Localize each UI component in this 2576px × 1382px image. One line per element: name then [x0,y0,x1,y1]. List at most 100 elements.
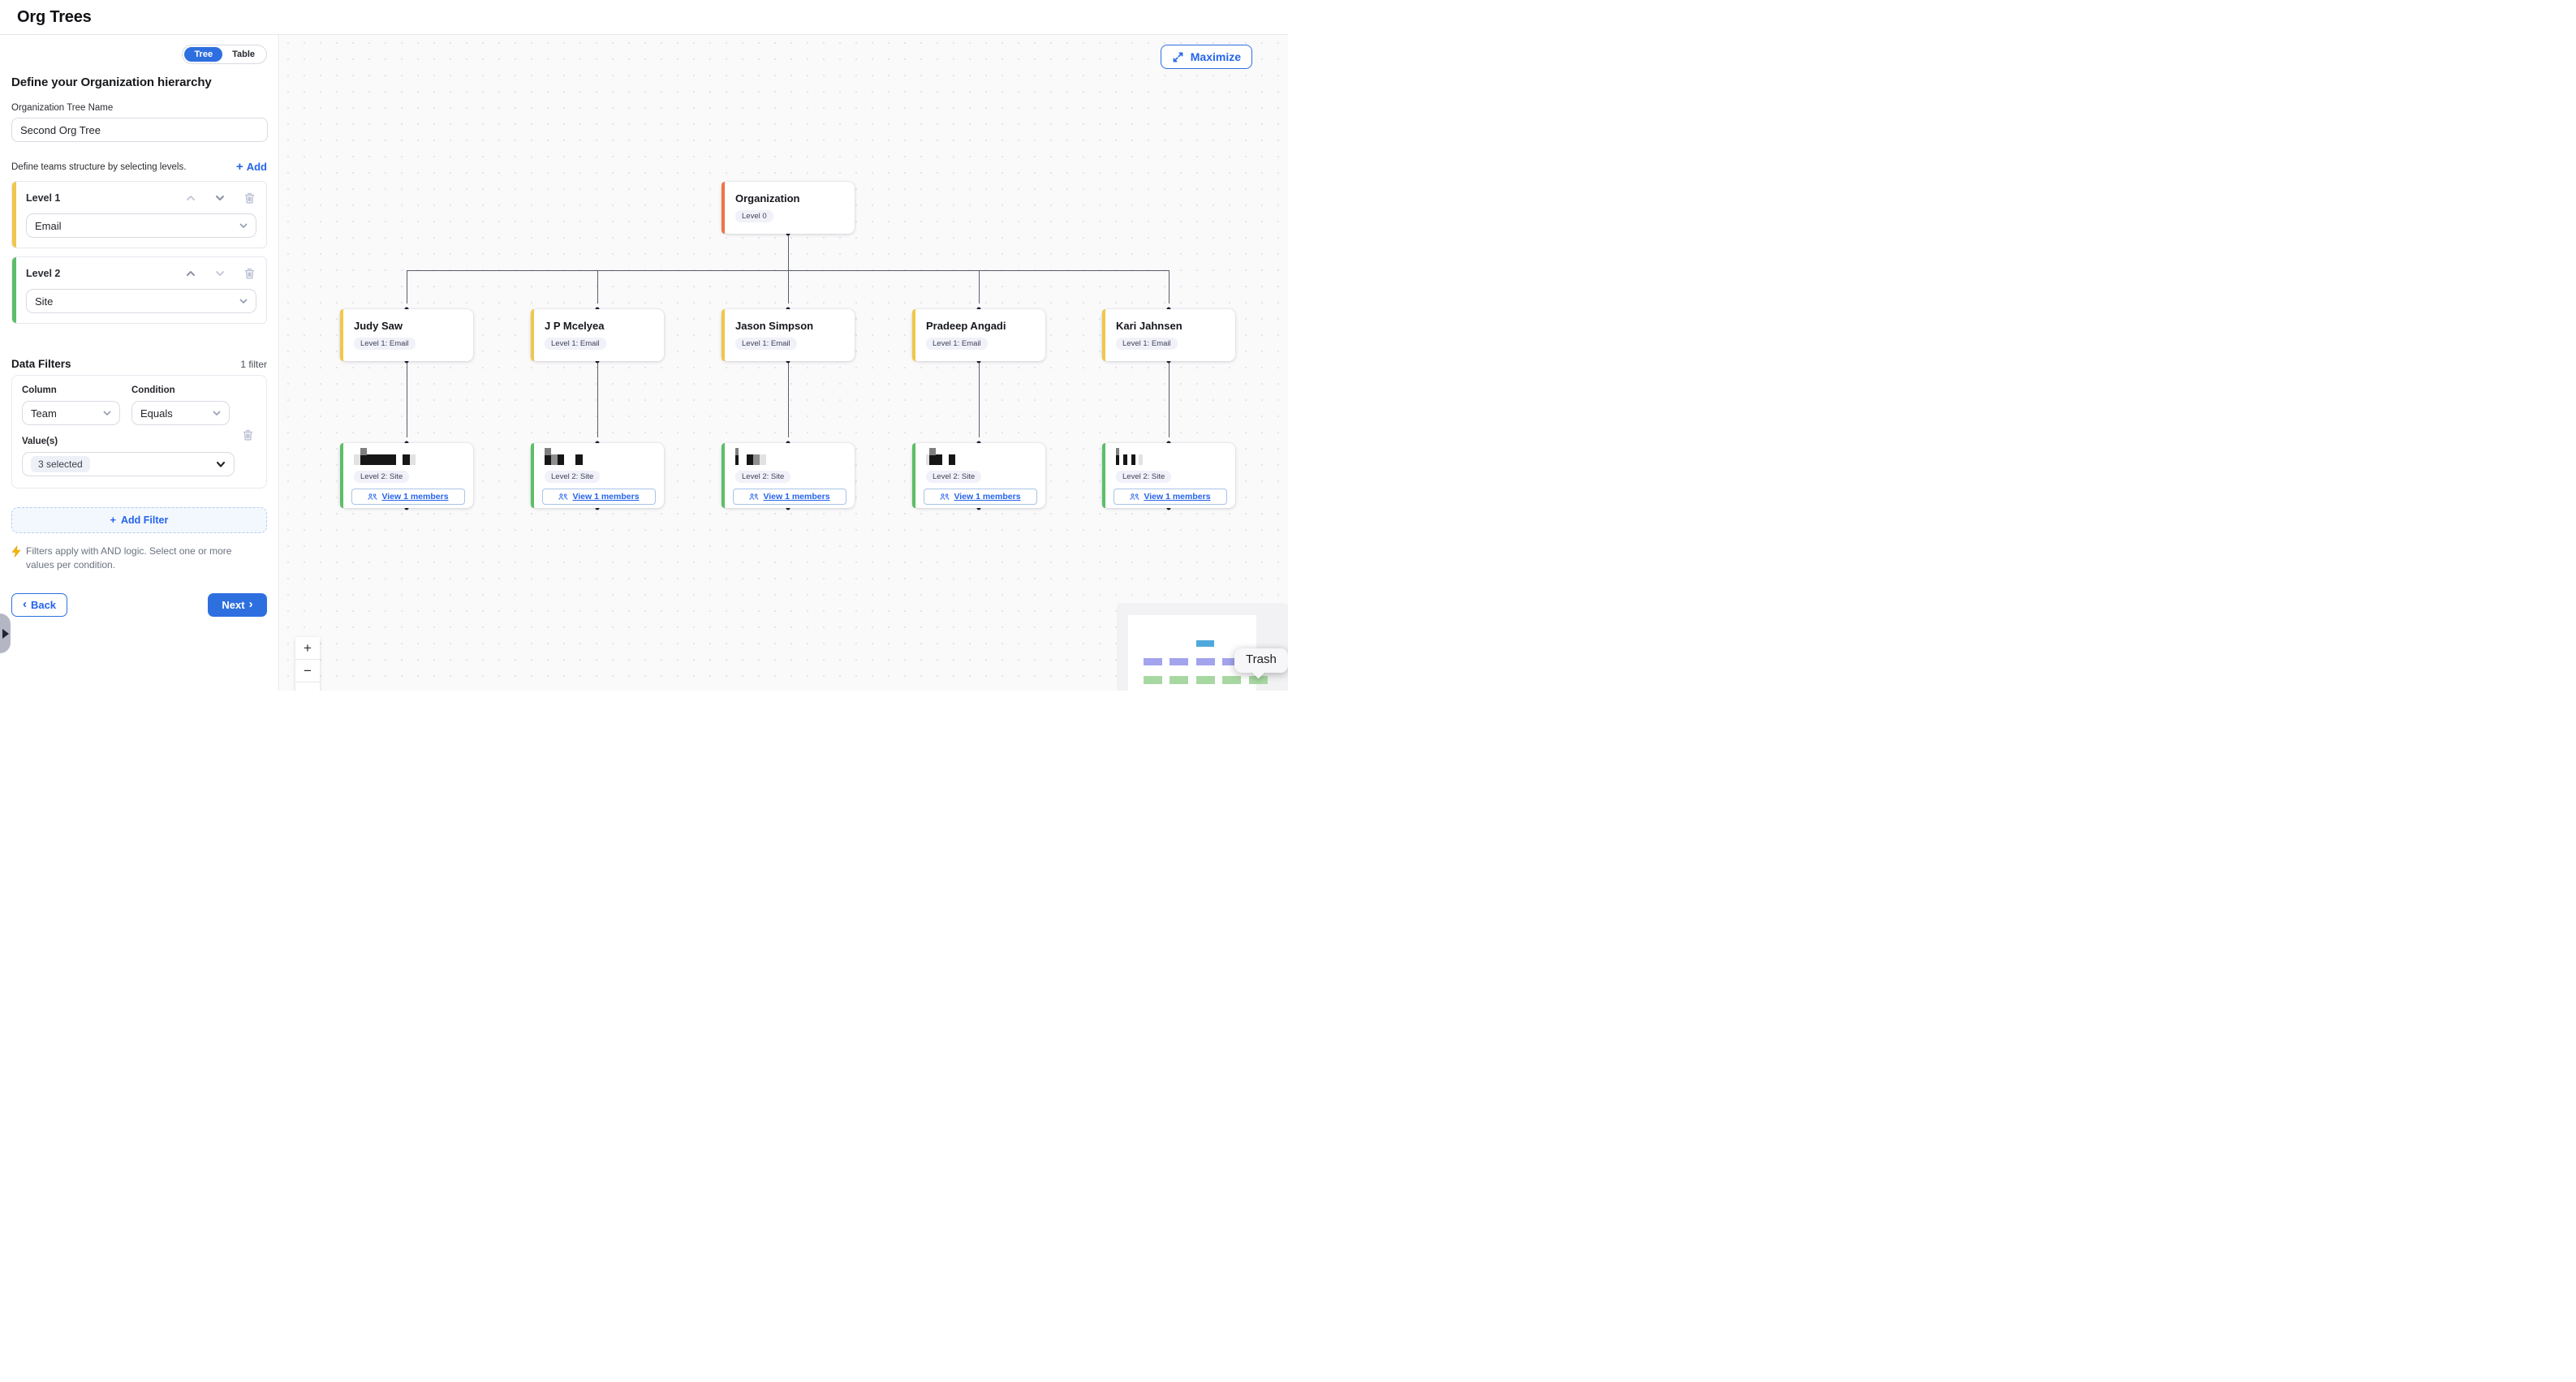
org-node-site[interactable]: Level 2: Site View 1 members [912,443,1045,508]
level-1-select[interactable]: Email [26,213,256,238]
node-title: Jason Simpson [735,320,814,332]
selected-count-chip: 3 selected [31,456,90,472]
move-up-button[interactable] [183,266,198,281]
minimap-node-level2 [1170,676,1188,684]
minimap[interactable] [1118,605,1288,691]
level-badge: Level 1: Email [545,338,606,350]
sidebar-heading: Define your Organization hierarchy [11,75,212,89]
tree-name-input[interactable] [11,118,268,142]
maximize-button[interactable]: Maximize [1160,45,1252,69]
view-members-button[interactable]: View 1 members [351,489,465,505]
note-text: Filters apply with AND logic. Select one… [26,545,232,571]
connector-handle [786,359,790,364]
toggle-option-tree[interactable]: Tree [184,47,223,62]
tree-name-label: Organization Tree Name [11,103,114,113]
minimap-node-level1 [1170,658,1188,665]
delete-level-button[interactable] [242,266,256,281]
org-node-site[interactable]: Level 2: Site View 1 members [531,443,664,508]
filter-values-select[interactable]: 3 selected [22,452,235,476]
users-icon [558,493,568,500]
org-node-site[interactable]: Level 2: Site View 1 members [722,443,855,508]
level-badge: Level 2: Site [926,471,982,483]
delete-filter-button[interactable] [240,428,255,442]
users-icon [749,493,759,500]
sidebar-expand-toggle[interactable] [0,614,11,653]
filter-card: Column Team Condition Equals [11,375,267,489]
sidebar: Tree Table Define your Organization hier… [0,35,279,691]
org-node-site[interactable]: Level 2: Site View 1 members [1102,443,1235,508]
minimap-node-level2 [1144,676,1162,684]
redacted-title [354,448,473,465]
view-members-button[interactable]: View 1 members [542,489,656,505]
redacted-title [545,448,664,465]
level-badge: Level 0 [735,210,773,222]
level-badge: Level 2: Site [735,471,791,483]
node-accent-bar [340,443,343,508]
level-badge: Level 1: Email [354,338,416,350]
trash-icon [244,192,254,204]
zoom-out-button[interactable]: − [295,660,320,682]
org-tree-canvas[interactable]: Maximize [280,35,1288,691]
zoom-controls: + − [295,637,320,691]
chevron-left-icon: ‹ [22,597,27,612]
toggle-option-table[interactable]: Table [232,50,255,59]
back-button[interactable]: ‹ Back [11,592,67,617]
level-badge: Level 1: Email [735,338,797,350]
org-node-person[interactable]: Pradeep Angadi Level 1: Email [912,309,1045,361]
view-members-button[interactable]: View 1 members [1114,489,1227,505]
add-level-button[interactable]: + Add [235,160,267,174]
filter-column-select[interactable]: Team [22,401,120,425]
chevron-down-icon [216,271,224,276]
level-1-accent-bar [12,182,16,248]
chevron-down-icon [239,221,248,230]
zoom-in-button[interactable]: + [295,637,320,660]
users-icon [1130,493,1139,500]
level-badge: Level 2: Site [1116,471,1172,483]
view-members-button[interactable]: View 1 members [924,489,1037,505]
connector-handle [1166,506,1171,510]
tree-table-toggle[interactable]: Tree Table [182,45,267,64]
node-title: J P Mcelyea [545,320,605,332]
levels-description: Define teams structure by selecting leve… [11,161,187,172]
edge-line [978,270,980,304]
level-card-2: Level 2 Site [11,256,267,324]
next-button[interactable]: Next › [208,592,267,617]
data-filters-title: Data Filters [11,358,71,370]
org-node-root[interactable]: Organization Level 0 [722,182,855,234]
app-header: Org Trees [0,0,1288,35]
org-node-person[interactable]: J P Mcelyea Level 1: Email [531,309,664,361]
edge-line [978,361,980,437]
node-title: Judy Saw [354,320,403,332]
move-down-button[interactable] [213,191,227,205]
connector-handle [786,506,790,510]
move-up-button[interactable] [183,191,198,205]
edge-line [1168,361,1170,437]
values-label: Value(s) [22,437,58,446]
filter-condition-select[interactable]: Equals [131,401,230,425]
org-node-person[interactable]: Judy Saw Level 1: Email [340,309,473,361]
org-node-person[interactable]: Jason Simpson Level 1: Email [722,309,855,361]
level-2-accent-bar [12,257,16,323]
chevron-down-icon [216,196,224,200]
minimap-node-level1 [1196,658,1215,665]
view-members-button[interactable]: View 1 members [733,489,846,505]
level-2-select[interactable]: Site [26,289,256,313]
move-down-button[interactable] [213,266,227,281]
org-node-site[interactable]: Level 2: Site View 1 members [340,443,473,508]
node-accent-bar [1102,443,1105,508]
node-accent-bar [531,443,534,508]
trash-tooltip: Trash [1234,648,1288,673]
redacted-title [926,448,1045,465]
app-window: Org Trees Tree Table Define your Organiz… [0,0,1288,691]
column-label: Column [22,385,57,395]
add-filter-button[interactable]: + Add Filter [11,507,267,533]
lightning-icon [11,545,21,558]
org-node-person[interactable]: Kari Jahnsen Level 1: Email [1102,309,1235,361]
fit-view-button[interactable] [295,682,320,691]
minimap-node-root [1196,640,1214,647]
chevron-up-icon [187,271,195,276]
minimap-node-level2 [1196,676,1215,684]
delete-level-button[interactable] [242,191,256,205]
connector-handle [595,359,600,364]
minimap-node-level2 [1249,676,1268,684]
